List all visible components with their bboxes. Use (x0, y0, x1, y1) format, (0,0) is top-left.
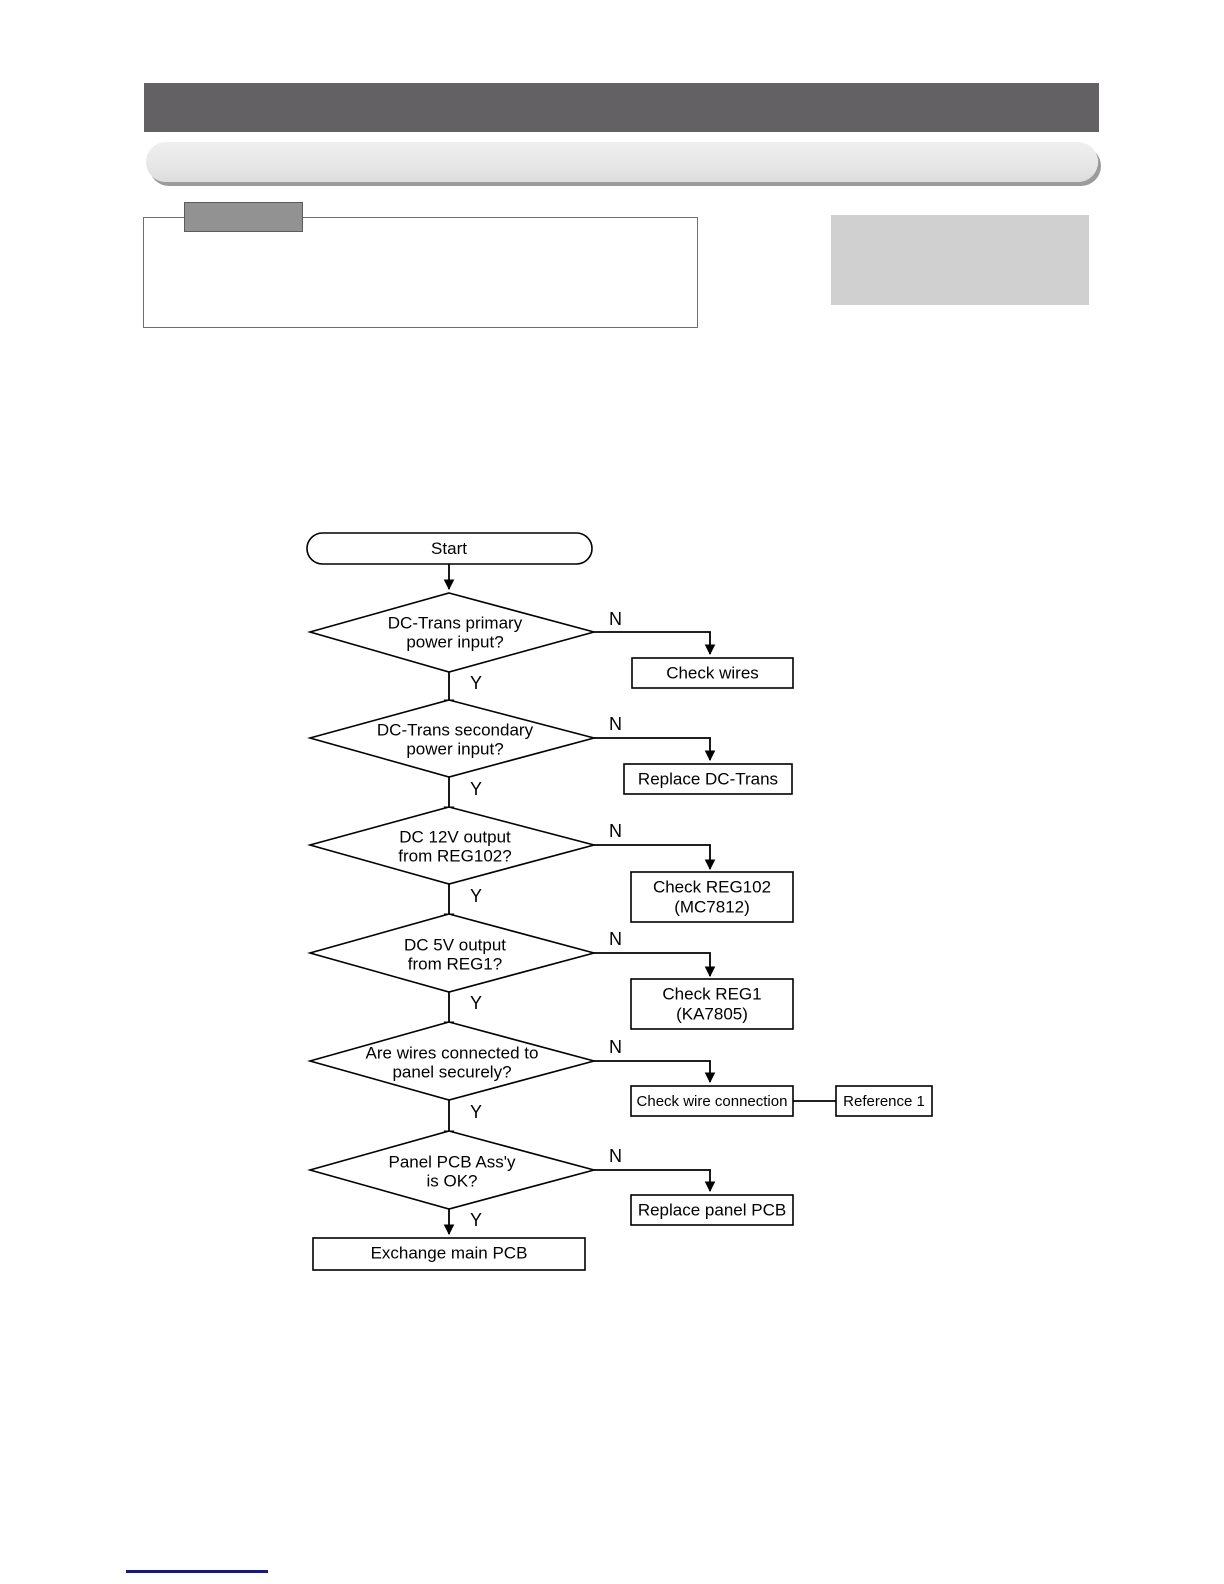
node-d5-label-line2: panel securely? (392, 1062, 511, 1081)
node-a3: Check REG102 (MC7812) (630, 871, 794, 923)
node-end-label: Exchange main PCB (371, 1243, 528, 1262)
edge-d4-yes-label: Y (470, 993, 482, 1013)
node-a5-label: Check wire connection (637, 1093, 788, 1110)
node-d2-label-line2: power input? (406, 739, 503, 758)
node-d3-label-line1: DC 12V output (399, 827, 511, 846)
node-d5-label-line1: Are wires connected to (366, 1043, 539, 1062)
info-panel (143, 217, 698, 328)
node-a3-label-line1: Check REG102 (653, 877, 771, 896)
edge-d1-no-label: N (609, 609, 622, 629)
node-d6-label-line2: is OK? (426, 1171, 477, 1190)
node-d1: DC-Trans primary power input? (307, 592, 598, 673)
node-d1-label-line2: power input? (406, 632, 503, 651)
node-a2: Replace DC-Trans (623, 763, 793, 795)
edge-d1-yes-label: Y (470, 673, 482, 693)
node-d3-label-line2: from REG102? (398, 846, 511, 865)
edge-d4-no-label: N (609, 929, 622, 949)
node-a1: Check wires (631, 657, 794, 689)
edge-d3-yes-label: Y (470, 886, 482, 906)
info-panel-tab (184, 202, 303, 232)
edge-d6-no-label: N (609, 1146, 622, 1166)
node-a4: Check REG1 (KA7805) (630, 978, 794, 1030)
node-a3-label-line2: (MC7812) (674, 897, 750, 916)
node-d6-label-line1: Panel PCB Ass'y (388, 1152, 516, 1171)
node-a6: Replace panel PCB (630, 1194, 794, 1226)
edge-d5-no-label: N (609, 1037, 622, 1057)
node-a4-label-line1: Check REG1 (662, 984, 761, 1003)
edge-d4-no (594, 952, 716, 978)
node-start-label: Start (431, 539, 467, 558)
edge-d6-yes-label: Y (470, 1210, 482, 1230)
side-note-box (831, 215, 1089, 305)
section-pill-bar (146, 142, 1098, 182)
node-d4-label-line2: from REG1? (408, 954, 502, 973)
node-d4-label-line1: DC 5V output (404, 935, 506, 954)
node-d3: DC 12V output from REG102? (307, 806, 598, 885)
node-a5: Check wire connection (630, 1085, 794, 1117)
edge-d3-no (594, 844, 716, 871)
node-a1-label: Check wires (666, 663, 759, 682)
node-end: Exchange main PCB (312, 1237, 586, 1271)
edge-d2-yes-label: Y (470, 779, 482, 799)
node-d4: DC 5V output from REG1? (307, 913, 598, 993)
node-a6-label: Replace panel PCB (638, 1200, 786, 1219)
node-ref1: Reference 1 (835, 1085, 933, 1117)
node-ref1-label: Reference 1 (843, 1093, 925, 1110)
footer-rule (126, 1570, 268, 1573)
edge-d6-no (594, 1169, 716, 1193)
edge-d2-no-label: N (609, 714, 622, 734)
node-d6: Panel PCB Ass'y is OK? (307, 1130, 598, 1210)
node-a2-label: Replace DC-Trans (638, 769, 778, 788)
edge-d5-no (594, 1060, 716, 1084)
edge-d2-no (594, 737, 716, 762)
edge-d3-no-label: N (609, 821, 622, 841)
node-d2-label-line1: DC-Trans secondary (377, 720, 534, 739)
node-d1-label-line1: DC-Trans primary (388, 613, 523, 632)
header-band (144, 83, 1099, 132)
node-d2: DC-Trans secondary power input? (307, 699, 598, 778)
node-start: Start (306, 532, 593, 565)
node-a4-label-line2: (KA7805) (676, 1004, 748, 1023)
node-d5: Are wires connected to panel securely? (307, 1021, 598, 1101)
edge-d1-no (594, 631, 716, 656)
edge-d5-yes-label: Y (470, 1102, 482, 1122)
